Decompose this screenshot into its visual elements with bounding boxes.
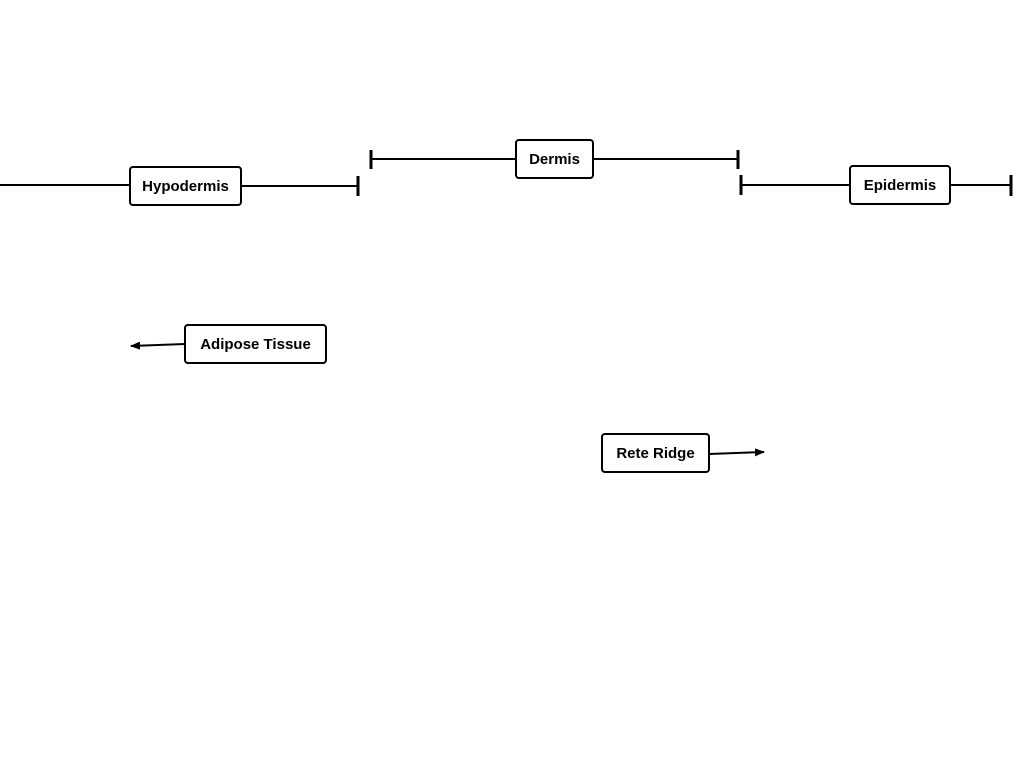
epidermis-span-bracket	[739, 175, 1013, 196]
adipose-pointer-arrow	[130, 341, 186, 350]
dermis-span-bracket	[369, 150, 740, 169]
rete-ridge-label: Rete Ridge	[601, 433, 710, 473]
hypodermis-label: Hypodermis	[129, 166, 242, 206]
rete-ridge-pointer-arrow	[708, 448, 765, 457]
adipose-tissue-label: Adipose Tissue	[184, 324, 327, 364]
hypodermis-span-bracket	[0, 176, 360, 196]
epidermis-label: Epidermis	[849, 165, 951, 205]
dermis-label: Dermis	[515, 139, 594, 179]
